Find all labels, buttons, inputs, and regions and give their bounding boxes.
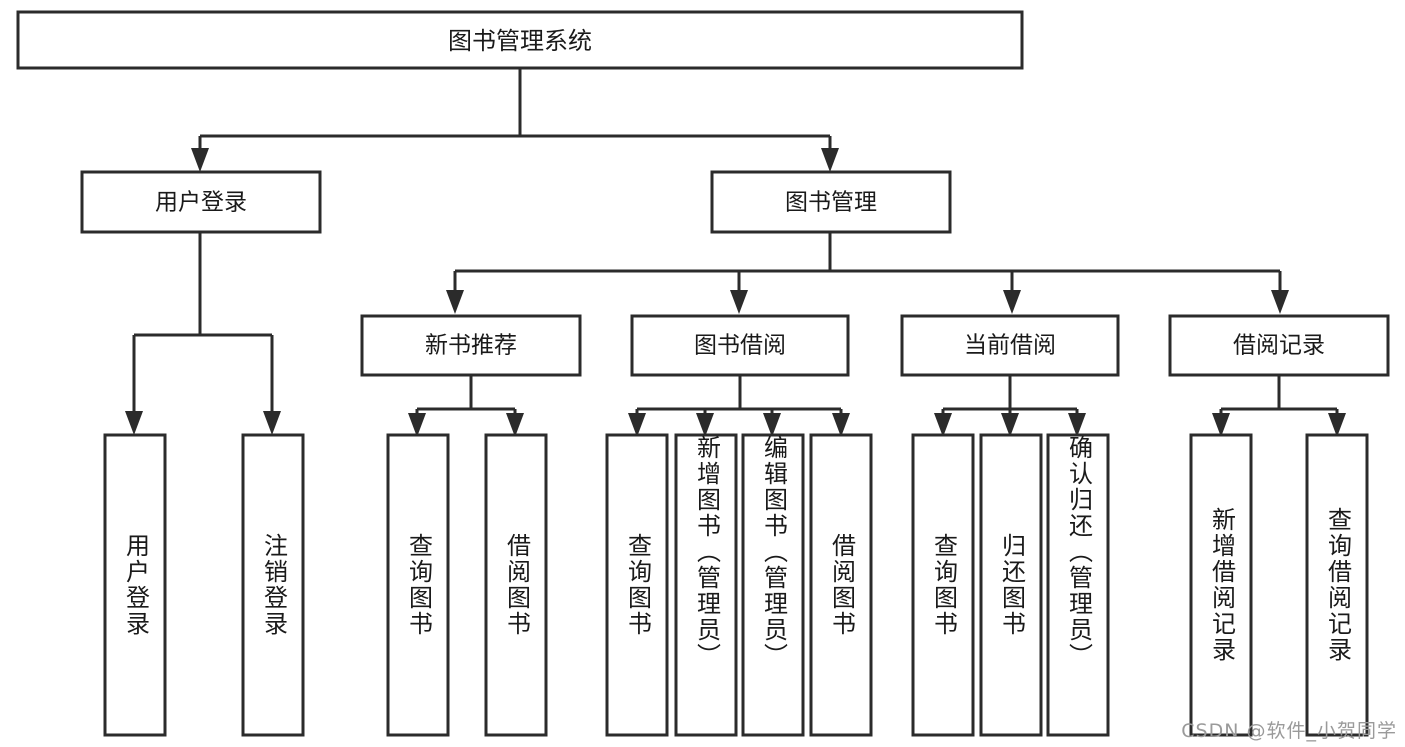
leaf-new-book-borrow[interactable] [484, 433, 548, 737]
connector-group-borrow-record [1212, 375, 1346, 437]
node-book-management[interactable] [710, 170, 952, 234]
leaf-book-borrow-query[interactable] [605, 433, 669, 737]
leaf-current-borrow-query[interactable] [911, 433, 975, 737]
node-user-login-label: 用户登录 [155, 190, 247, 216]
node-current-borrow-label: 当前借阅 [964, 333, 1056, 359]
node-new-book-recommend[interactable] [360, 314, 582, 377]
leaf-book-borrow-edit[interactable] [741, 433, 805, 737]
node-user-login[interactable] [80, 170, 322, 234]
leaf-book-borrow-borrow[interactable] [809, 433, 873, 737]
node-root[interactable] [16, 10, 1024, 70]
leaf-book-borrow-add[interactable] [674, 433, 738, 737]
node-borrow-record-label: 借阅记录 [1233, 333, 1325, 359]
connector-group-book-borrow [628, 375, 850, 437]
connector-group-user-login [125, 232, 281, 435]
leaf-user-login-login[interactable] [103, 433, 167, 737]
leaf-new-book-query[interactable] [386, 433, 450, 737]
node-book-management-label: 图书管理 [785, 190, 877, 216]
connector-group-book-management [446, 232, 1289, 314]
watermark: CSDN @软件_小贺同学 [1181, 720, 1397, 742]
leaf-user-login-logout[interactable] [241, 433, 305, 737]
leaf-borrow-record-query[interactable] [1305, 433, 1369, 737]
node-book-borrow[interactable] [630, 314, 850, 377]
connector-group-current-borrow [934, 375, 1086, 437]
node-root-label: 图书管理系统 [448, 27, 592, 55]
connector-group-new-book [408, 375, 524, 437]
leaf-borrow-record-add[interactable] [1189, 433, 1253, 737]
node-current-borrow[interactable] [900, 314, 1120, 377]
node-borrow-record[interactable] [1168, 314, 1390, 377]
node-book-borrow-label: 图书借阅 [694, 333, 786, 359]
node-new-book-recommend-label: 新书推荐 [425, 333, 517, 359]
leaf-current-borrow-confirm[interactable] [1046, 433, 1110, 737]
leaf-current-borrow-return[interactable] [979, 433, 1043, 737]
connector-group-root [191, 68, 839, 172]
